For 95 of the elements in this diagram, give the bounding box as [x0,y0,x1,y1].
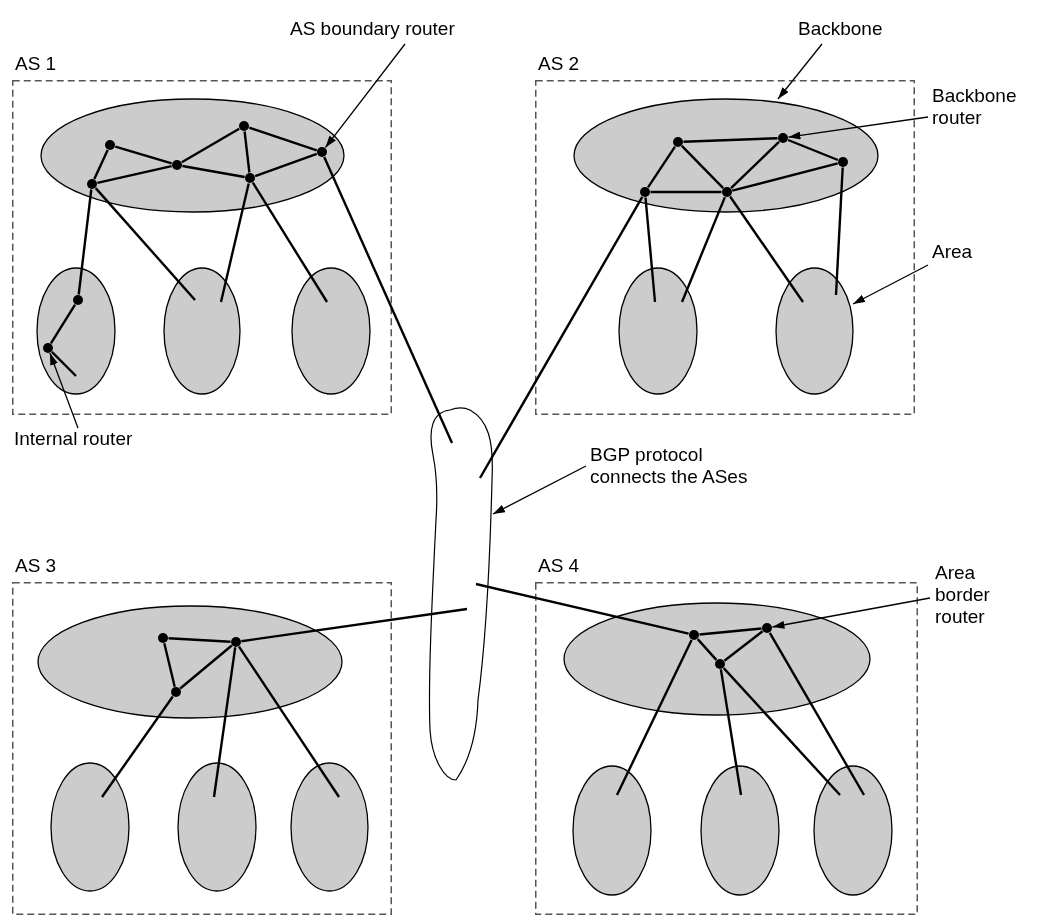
network-link [248,126,318,152]
area-ellipse [813,765,893,896]
area-ellipse [291,267,371,395]
network-link [723,630,764,662]
router-dot [762,623,772,633]
network-link [696,638,718,661]
callout-label: Area [932,241,992,267]
backbone-ellipse [37,605,343,719]
network-link [179,644,233,690]
network-link [787,138,839,162]
network-link [182,164,245,179]
leader-line [852,264,929,305]
network-link [729,195,804,303]
leader-line [492,465,587,515]
network-link [238,645,340,798]
router-dot [73,295,83,305]
area-ellipse [775,267,854,395]
router-dot [43,343,53,353]
network-link [49,304,77,344]
router-dot [158,633,168,643]
backbone-ellipse [40,98,345,213]
network-link [251,182,328,303]
network-link [722,667,841,796]
network-link [323,156,454,444]
router-dot [640,187,650,197]
router-dot [722,187,732,197]
network-link [680,196,726,303]
region-label: AS 2 [538,53,580,75]
network-link [243,131,251,173]
network-link [732,162,838,192]
leader-line [49,352,79,429]
router-dot [673,137,683,147]
network-link [77,189,93,295]
network-link [730,140,780,190]
callout-label: Backbone [798,18,908,44]
router-dot [239,121,249,131]
area-ellipse [572,765,652,896]
leader-line [771,597,931,629]
region-label: AS 1 [15,53,57,75]
area-ellipse [177,762,257,892]
network-link [834,167,844,296]
network-link [219,183,250,303]
callout-label: Backbone router [932,85,1047,133]
region-label: AS 4 [538,555,580,577]
network-link [114,145,173,165]
backbone-ellipse [573,98,879,213]
network-link [644,197,657,303]
network-link [101,695,174,798]
bgp-cloud [426,404,496,784]
router-dot [715,659,725,669]
area-ellipse [50,762,130,892]
callout-label: Internal router [14,428,214,454]
network-link [51,351,77,377]
router-dot [231,637,241,647]
network-link [94,187,196,301]
network-link [168,637,231,643]
network-link [163,643,176,687]
router-dot [171,687,181,697]
network-link [719,669,743,796]
network-link [241,607,468,643]
router-dot [689,630,699,640]
network-link [650,190,722,194]
router-dot [838,157,848,167]
network-link [768,632,866,796]
network-link [212,647,237,798]
router-dot [105,140,115,150]
callout-label: Area border router [935,562,1025,632]
area-ellipse [36,267,116,395]
area-ellipse [700,765,780,896]
network-link [680,145,725,189]
network-link [93,149,109,180]
leader-line [787,116,929,140]
network-link [254,152,318,178]
region-label: AS 3 [15,555,57,577]
network-link [181,127,240,164]
network-link [615,639,693,796]
network-link [478,196,644,479]
area-ellipse [290,762,369,892]
router-dot [245,173,255,183]
leader-line [324,43,406,149]
router-dot [172,160,182,170]
callout-label: AS boundary router [290,18,520,44]
router-dot [778,133,788,143]
network-link [475,582,689,635]
network-link [97,165,172,184]
area-ellipse [618,267,698,395]
network-link [683,137,778,143]
network-link [647,145,676,189]
router-dot [317,147,327,157]
area-ellipse [163,267,241,395]
network-link [699,627,762,636]
backbone-ellipse [563,602,871,716]
leader-line [777,43,823,100]
callout-label: BGP protocol connects the ASes [590,444,765,492]
router-dot [87,179,97,189]
